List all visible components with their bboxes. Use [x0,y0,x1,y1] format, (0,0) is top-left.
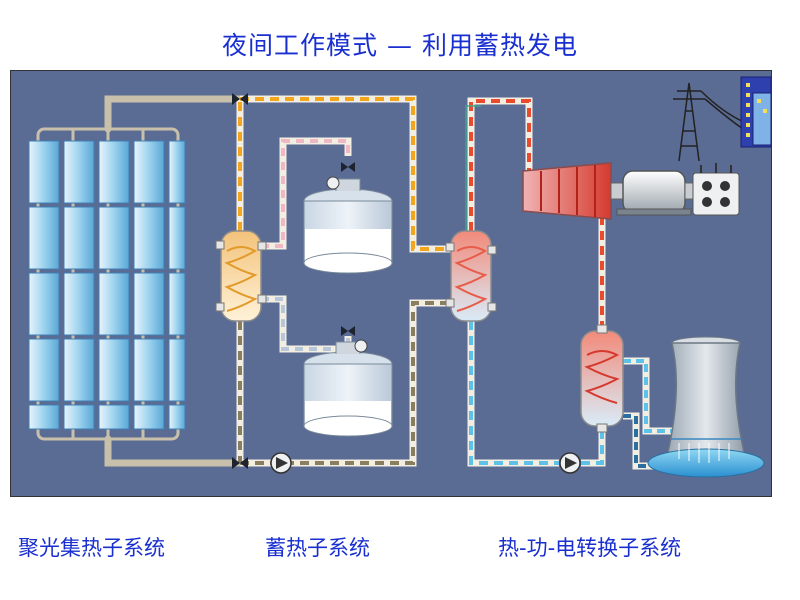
city-building-icon [740,76,771,148]
storage-tank-icon [303,339,393,437]
heat-exchanger-icon [215,230,267,322]
page-title: 夜间工作模式 — 利用蓄热发电 [222,31,578,60]
generator-icon [616,170,694,216]
collector-subsystem-label: 聚光集热子系统 [18,536,165,560]
solar-collector-icon [28,127,186,441]
steam-loop-pipes [467,97,606,467]
pump-icon [559,452,581,474]
turbine-icon [522,162,624,220]
valve-icon [232,93,355,469]
system-diagram [10,70,772,497]
heat-exchanger-icon [445,230,497,322]
power-tower-icon [673,82,747,162]
cooling-tower-icon [647,336,765,478]
transformer-icon [692,163,740,216]
storage-subsystem-label: 蓄热子系统 [265,536,370,560]
conversion-subsystem-label: 热-功-电转换子系统 [498,536,682,560]
oil-loop-pipes [236,95,451,467]
storage-tank-icon [303,176,393,274]
pump-icon [270,452,292,474]
heat-exchanger-icon [580,324,624,433]
collector-loop-pipes [104,95,244,467]
mirror-array [28,140,186,430]
steam-loop-pipes-teal [465,105,481,231]
